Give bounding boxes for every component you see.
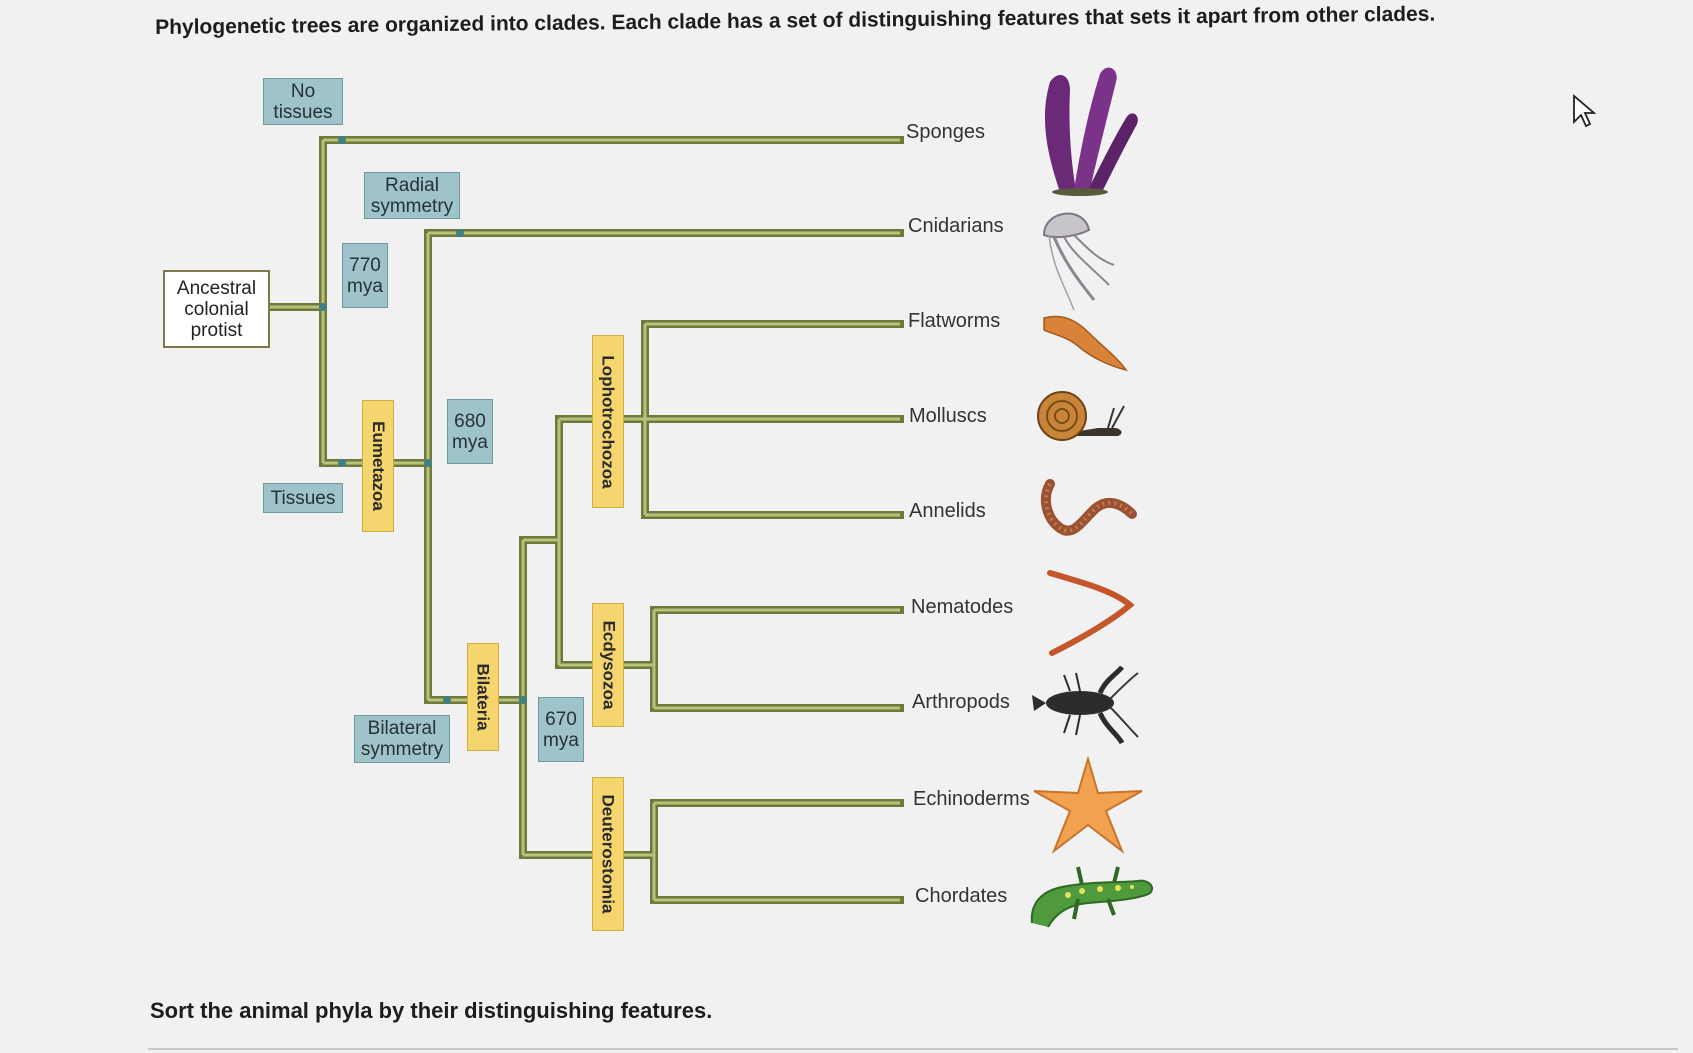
jellyfish-icon bbox=[1042, 212, 1115, 311]
sponge-icon bbox=[1044, 67, 1138, 196]
root-ancestral-protist: Ancestral colonial protist bbox=[163, 270, 270, 348]
lizard-icon bbox=[1030, 866, 1154, 928]
clade-lophotrochozoa: Lophotrochozoa bbox=[592, 335, 624, 508]
flatworm-icon bbox=[1043, 315, 1128, 372]
taxon-molluscs: Molluscs bbox=[909, 405, 987, 427]
feature-no-tissues: No tissues bbox=[263, 78, 343, 125]
taxon-echinoderms: Echinoderms bbox=[913, 788, 1030, 810]
mouse-pointer-icon bbox=[1573, 94, 1596, 128]
taxon-cnidarians: Cnidarians bbox=[908, 215, 1004, 237]
date-680-mya: 680 mya bbox=[447, 399, 493, 464]
lobster-icon bbox=[1032, 665, 1139, 745]
feature-radial-symmetry: Radial symmetry bbox=[364, 172, 460, 219]
taxon-arthropods: Arthropods bbox=[912, 691, 1010, 713]
feature-tissues: Tissues bbox=[263, 483, 343, 513]
earthworm-icon bbox=[1040, 479, 1137, 536]
clade-bilateria: Bilateria bbox=[467, 643, 499, 751]
sort-prompt-text: Sort the animal phyla by their distingui… bbox=[150, 998, 713, 1023]
taxon-sponges: Sponges bbox=[906, 121, 985, 143]
taxon-nematodes: Nematodes bbox=[911, 596, 1014, 618]
taxon-chordates: Chordates bbox=[915, 885, 1008, 907]
starfish-icon bbox=[1033, 755, 1143, 855]
nematode-icon bbox=[1047, 570, 1135, 656]
date-770-mya: 770 mya bbox=[342, 243, 388, 308]
clade-deuterostomia: Deuterostomia bbox=[592, 777, 624, 931]
date-670-mya: 670 mya bbox=[538, 697, 584, 762]
divider bbox=[148, 1048, 1678, 1050]
taxon-flatworms: Flatworms bbox=[908, 310, 1001, 332]
feature-bilateral-symmetry: Bilateral symmetry bbox=[354, 715, 450, 763]
clade-ecdysozoa: Ecdysozoa bbox=[592, 603, 624, 727]
taxon-annelids: Annelids bbox=[909, 500, 986, 522]
clade-eumetazoa: Eumetazoa bbox=[362, 400, 394, 532]
snail-icon bbox=[1037, 391, 1125, 441]
